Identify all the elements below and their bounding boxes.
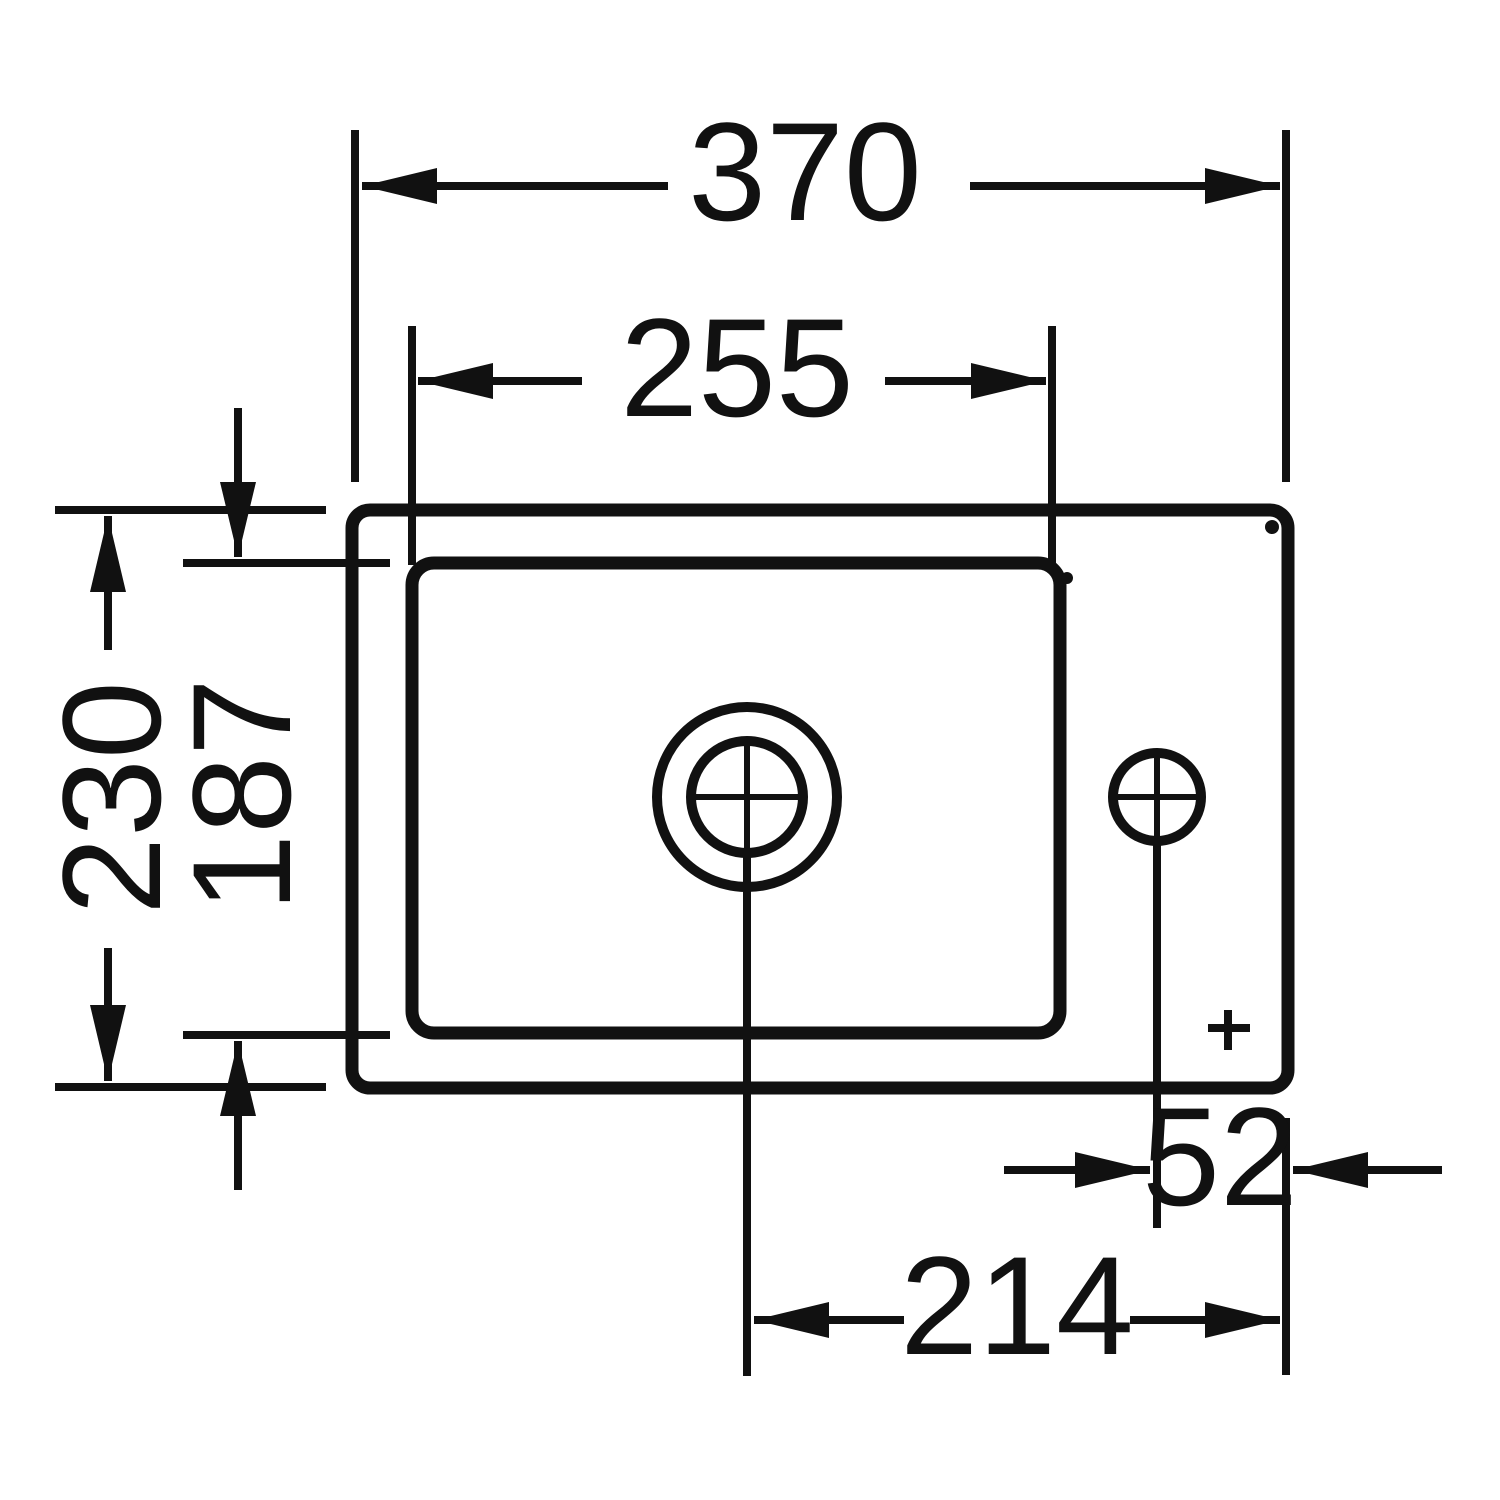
sink-outer-rim [345,503,1295,1095]
cross-mark [1208,1010,1250,1050]
dimension-label-bowl-width: 255 [620,289,854,446]
arrowhead-bottom [220,1041,256,1116]
arrowhead-top [220,482,256,557]
dimension-bowl-width: 255 [408,289,1056,565]
sink-bowl [405,556,1067,1040]
bowl-corner-dot [1061,572,1073,584]
arrowhead-right [1293,1152,1368,1188]
arrowhead-right [971,363,1046,399]
arrowhead-right [1205,1302,1280,1338]
dimension-drain-offset: 214 [743,853,1280,1384]
dimension-bowl-depth: 187 [163,408,390,1190]
dimension-overall-depth: 230 [33,506,326,1091]
dimension-label-bowl-depth: 187 [163,678,320,912]
arrowhead-left [1075,1152,1150,1188]
corner-mark-dot [1265,520,1279,534]
tap-hole [1108,748,1206,846]
dimension-label-overall-width: 370 [688,93,922,250]
sink-body [345,503,1295,1095]
dimension-tap-hole-offset: 52 [1004,841,1442,1375]
dimension-label-overall-depth: 230 [33,681,190,915]
arrowhead-left [418,363,493,399]
dimension-label-drain-offset: 214 [900,1227,1134,1384]
dimension-label-tap-hole-offset: 52 [1142,1078,1298,1235]
arrowhead-top [90,516,126,592]
arrowhead-bottom [90,1005,126,1081]
dimension-overall-width: 370 [351,93,1290,482]
arrowhead-left [754,1302,829,1338]
arrowhead-left [362,168,437,204]
arrowhead-right [1205,168,1280,204]
